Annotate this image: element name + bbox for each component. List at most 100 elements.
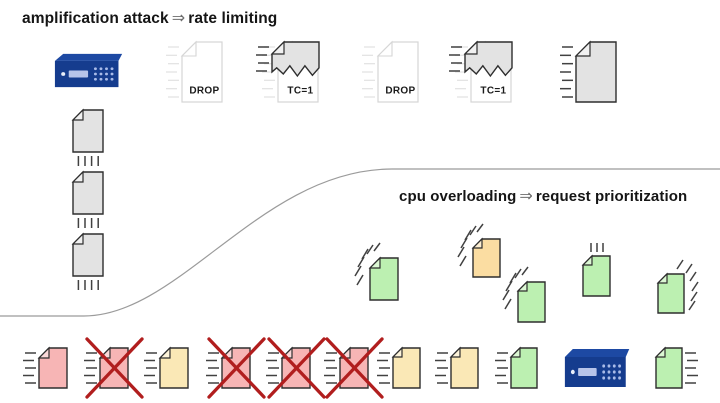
server-vent-dot bbox=[618, 376, 621, 380]
incoming-request-doc-3 bbox=[71, 232, 104, 290]
drop-ghost-doc-1-label: DROP bbox=[189, 86, 219, 97]
server-vent-dot bbox=[602, 364, 606, 368]
speed-lines-icon bbox=[469, 225, 477, 236]
queue-doc-1 bbox=[23, 346, 68, 389]
server-vent-dot bbox=[93, 72, 97, 76]
speed-lines-icon bbox=[373, 242, 381, 252]
reject-cross-icon bbox=[207, 337, 266, 399]
tc1-ghost-doc-2-label: TC=1 bbox=[480, 86, 506, 97]
forwarded-doc bbox=[654, 346, 698, 389]
folded-corner-icon bbox=[376, 40, 393, 57]
server-vent-dot bbox=[93, 77, 97, 81]
server-vent-dot bbox=[105, 77, 108, 81]
server-display bbox=[578, 368, 597, 376]
pending-request-doc-4 bbox=[581, 243, 611, 297]
speed-lines-icon bbox=[457, 246, 465, 258]
folded-corner-icon bbox=[574, 40, 591, 57]
server-vent-dot bbox=[612, 370, 616, 374]
title-amplification: amplification attack⇒rate limiting bbox=[22, 8, 277, 28]
pending-request-doc-2 bbox=[457, 223, 501, 278]
server-top-face bbox=[54, 53, 123, 61]
server-vent-dot bbox=[105, 67, 108, 71]
speed-lines-icon bbox=[366, 244, 374, 255]
load-boundary-curve bbox=[0, 168, 720, 317]
speed-lines-icon bbox=[504, 298, 512, 310]
incoming-request-doc-1 bbox=[71, 108, 104, 166]
speed-lines-icon bbox=[509, 272, 517, 284]
folded-corner-icon bbox=[463, 40, 478, 55]
queue-doc-5-rejected bbox=[266, 337, 326, 399]
server-vent-dot bbox=[110, 72, 114, 76]
speed-lines-icon bbox=[464, 229, 472, 241]
speed-lines-icon bbox=[354, 265, 362, 277]
server-vent-dot bbox=[99, 77, 103, 81]
server-vent-dot bbox=[602, 376, 606, 380]
folded-corner-icon bbox=[391, 346, 403, 358]
server-vent-dot bbox=[110, 77, 114, 81]
speed-lines-icon bbox=[685, 263, 693, 274]
incoming-request-doc-2 bbox=[71, 170, 104, 228]
folded-corner-icon bbox=[270, 40, 285, 55]
folded-corner-icon bbox=[656, 272, 668, 284]
folded-corner-icon bbox=[37, 346, 50, 359]
speed-lines-icon bbox=[361, 248, 369, 260]
server-vent-dot bbox=[99, 72, 103, 76]
implies-arrow-icon-1: ⇒ bbox=[171, 10, 186, 27]
full-response-doc bbox=[560, 40, 617, 103]
queue-doc-7 bbox=[377, 346, 421, 389]
queue-doc-4-rejected bbox=[206, 337, 266, 399]
speed-lines-icon bbox=[514, 268, 522, 279]
server-led-icon bbox=[61, 72, 66, 76]
reject-cross-icon bbox=[267, 337, 326, 399]
queue-doc-8 bbox=[435, 346, 479, 389]
queue-doc-2-rejected bbox=[84, 337, 144, 399]
speed-lines-icon bbox=[691, 281, 699, 292]
folded-corner-icon bbox=[71, 108, 84, 121]
pending-request-doc-3 bbox=[502, 266, 546, 323]
target-server-icon bbox=[54, 53, 123, 88]
folded-corner-icon bbox=[516, 280, 528, 292]
processing-server-icon bbox=[564, 349, 630, 387]
folded-corner-icon bbox=[158, 346, 171, 359]
speed-lines-icon bbox=[476, 223, 484, 233]
speed-lines-icon bbox=[690, 291, 698, 302]
server-vent-dot bbox=[612, 376, 616, 380]
server-vent-dot bbox=[99, 67, 103, 71]
reject-cross-icon bbox=[85, 337, 144, 399]
speed-lines-icon bbox=[676, 259, 684, 270]
server-vent-dot bbox=[607, 364, 611, 368]
server-vent-dot bbox=[618, 370, 621, 374]
folded-corner-icon bbox=[449, 346, 461, 358]
queue-doc-9 bbox=[495, 346, 538, 389]
title-amplification-right: rate limiting bbox=[188, 10, 278, 27]
tc1-ghost-doc-1-label: TC=1 bbox=[287, 86, 313, 97]
server-vent-dot bbox=[607, 370, 611, 374]
folded-corner-icon bbox=[471, 237, 483, 249]
drop-ghost-doc-2: DROP bbox=[362, 40, 419, 103]
server-vent-dot bbox=[105, 72, 108, 76]
folded-corner-icon bbox=[368, 256, 381, 269]
folded-corner-icon bbox=[71, 232, 84, 245]
queue-doc-3 bbox=[144, 346, 189, 389]
drop-ghost-doc-2-label: DROP bbox=[385, 86, 415, 97]
server-vent-dot bbox=[93, 67, 97, 71]
speed-lines-icon bbox=[356, 274, 364, 286]
pending-request-doc-5 bbox=[656, 259, 699, 314]
title-amplification-left: amplification attack bbox=[22, 10, 169, 27]
folded-corner-icon bbox=[71, 170, 84, 183]
tc1-torn-doc-2 bbox=[449, 40, 513, 78]
pending-request-doc-1 bbox=[354, 242, 399, 301]
server-top-face bbox=[564, 349, 630, 357]
server-vent-dot bbox=[602, 370, 606, 374]
tc1-torn-doc-1 bbox=[256, 40, 320, 78]
speed-lines-icon bbox=[689, 271, 697, 282]
folded-corner-icon bbox=[180, 40, 197, 57]
server-vent-dot bbox=[612, 364, 616, 368]
server-vent-dot bbox=[607, 376, 611, 380]
queue-doc-6-rejected bbox=[324, 337, 384, 399]
drop-ghost-doc-1: DROP bbox=[166, 40, 223, 103]
server-vent-dot bbox=[110, 67, 114, 71]
speed-lines-icon bbox=[521, 266, 529, 276]
